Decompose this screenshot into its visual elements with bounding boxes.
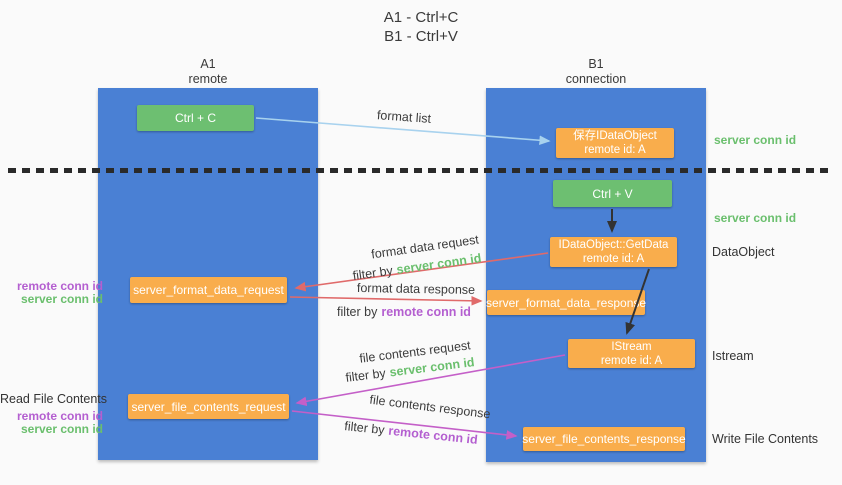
format-data-response-label: format data response [356, 280, 476, 298]
node-idataobject-getdata-line1: IDataObject::GetData [558, 239, 669, 251]
right-istream-label: Istream [712, 349, 754, 363]
left-column-subtitle: remote [188, 72, 228, 86]
node-server-file-contents-request-label: server_file_contents_request [131, 399, 286, 414]
format-data-response-arrow [289, 296, 483, 306]
node-istream: IStream remote id: A [568, 339, 695, 368]
left-read-file-contents-label: Read File Contents [0, 392, 108, 406]
left-remote-conn-id-2: remote conn id [16, 409, 103, 423]
left-remote-conn-id-1: remote conn id [16, 279, 103, 293]
left-server-conn-id-1: server conn id [20, 292, 103, 306]
right-server-conn-id-mid: server conn id [714, 211, 797, 225]
right-column-header: B1 connection [486, 57, 706, 87]
node-ctrl-c-label: Ctrl + C [174, 111, 216, 125]
node-server-format-data-response-label: server_format_data_response [485, 295, 647, 310]
left-server-conn-id-2: server conn id [20, 422, 103, 436]
right-server-conn-id-top: server conn id [714, 133, 797, 147]
remote-conn-id-text: remote conn id [381, 305, 471, 319]
right-column-subtitle: connection [565, 72, 627, 86]
node-idataobject-getdata: IDataObject::GetData remote id: A [550, 237, 677, 267]
right-write-file-contents-label: Write File Contents [712, 432, 819, 446]
remote-conn-id-text: remote conn id [387, 423, 479, 447]
node-istream-line2: remote id: A [600, 354, 663, 367]
title-line-2: B1 - Ctrl+V [384, 28, 458, 45]
diagram-title: A1 - Ctrl+C B1 - Ctrl+V [0, 8, 842, 46]
file-contents-response-label: file contents response [368, 392, 492, 422]
node-ctrl-c: Ctrl + C [137, 105, 254, 131]
filter-by-text: filter by [337, 305, 378, 319]
filter-by-text: filter by [343, 419, 386, 438]
node-save-idataobject: 保存IDataObject remote id: A [556, 128, 674, 158]
left-column-name: A1 [200, 57, 216, 71]
node-istream-line1: IStream [611, 340, 652, 353]
node-idataobject-getdata-line2: remote id: A [582, 253, 645, 265]
node-server-format-data-request-label: server_format_data_request [133, 283, 284, 297]
left-column-header: A1 remote [98, 57, 318, 87]
node-ctrl-v-label: Ctrl + V [592, 186, 633, 201]
format-list-label: format list [376, 108, 432, 126]
filter-by-text: filter by [344, 366, 387, 385]
title-line-1: A1 - Ctrl+C [383, 9, 459, 26]
right-dataobject-label: DataObject [712, 245, 775, 259]
dashed-separator-line [8, 168, 834, 173]
node-server-file-contents-response-label: server_file_contents_response [522, 432, 686, 446]
node-server-file-contents-response: server_file_contents_response [522, 427, 686, 451]
right-column-name: B1 [588, 57, 604, 71]
node-ctrl-v: Ctrl + V [553, 180, 672, 207]
node-save-idataobject-line1: 保存IDataObject [573, 130, 657, 142]
node-save-idataobject-line2: remote id: A [584, 144, 646, 156]
node-server-format-data-request: server_format_data_request [130, 277, 287, 303]
node-server-file-contents-request: server_file_contents_request [128, 394, 289, 419]
node-server-format-data-response: server_format_data_response [485, 290, 647, 315]
